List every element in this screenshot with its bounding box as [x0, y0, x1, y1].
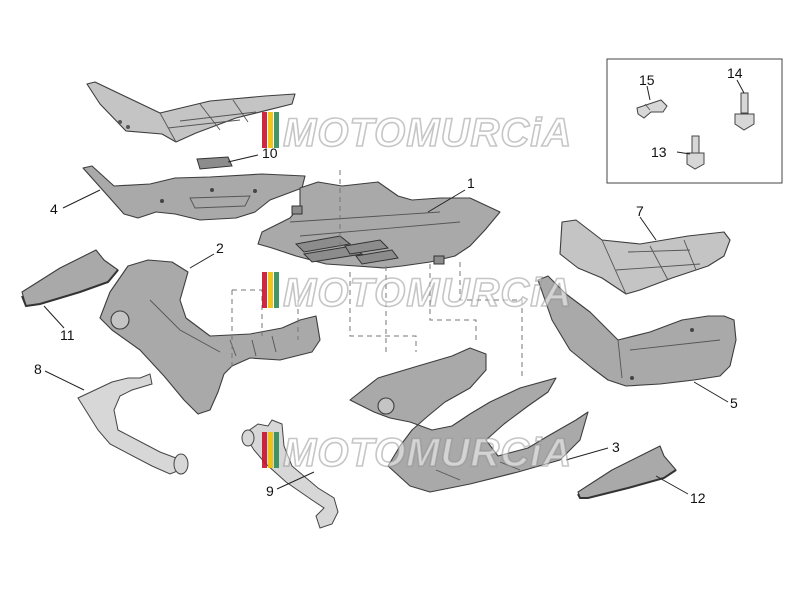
watermark-flag-green	[274, 272, 279, 308]
part-14-screw[interactable]	[734, 92, 755, 131]
watermark-flag-yellow	[268, 112, 273, 148]
part-8-tube[interactable]	[77, 373, 189, 475]
watermark-text: MOTOMURCiA	[283, 271, 572, 315]
callout-2: 2	[216, 240, 224, 256]
leader-lines	[43, 79, 745, 495]
callout-1: 1	[467, 175, 475, 191]
callout-10: 10	[262, 145, 278, 161]
part-4-tray[interactable]	[82, 165, 306, 221]
watermark-middle: MOTOMURCiA	[262, 270, 572, 316]
callout-14: 14	[727, 65, 743, 81]
watermark-top: MOTOMURCiA	[262, 110, 572, 156]
watermark-flag-yellow	[268, 432, 273, 468]
watermark-flag-green	[274, 432, 279, 468]
watermark-bottom: MOTOMURCiA	[262, 430, 572, 476]
part-7-right-floor-panel[interactable]	[559, 219, 731, 295]
callout-labels: 1 2 3 4 5 7 8 9 10 11 12 13 14 15	[34, 65, 743, 506]
watermark-text: MOTOMURCiA	[283, 431, 572, 475]
callout-15: 15	[639, 72, 655, 88]
watermark-flag-red	[262, 432, 267, 468]
part-2-front-shield[interactable]	[99, 259, 321, 415]
part-3-belly-pan[interactable]	[349, 347, 589, 493]
part-11-strip[interactable]	[21, 249, 119, 308]
part-15-clip[interactable]	[636, 99, 668, 119]
part-1-floor[interactable]	[257, 181, 501, 269]
callout-13: 13	[651, 144, 667, 160]
part-upper-floor-panel[interactable]	[86, 81, 296, 143]
part-10-pad[interactable]	[196, 156, 233, 170]
part-13-screw[interactable]	[686, 135, 705, 170]
callout-8: 8	[34, 361, 42, 377]
watermark-flag-red	[262, 112, 267, 148]
watermark-flag-red	[262, 272, 267, 308]
callout-5: 5	[730, 395, 738, 411]
part-9-tube[interactable]	[241, 419, 339, 529]
callout-9: 9	[266, 483, 274, 499]
watermark-flag-green	[274, 112, 279, 148]
callout-11: 11	[60, 327, 75, 343]
part-12-strip[interactable]	[577, 445, 677, 499]
callout-7: 7	[636, 203, 644, 219]
watermark-flag-yellow	[268, 272, 273, 308]
part-5-footrest[interactable]	[537, 275, 737, 387]
callout-3: 3	[612, 439, 620, 455]
callout-4: 4	[50, 201, 58, 217]
watermark-text: MOTOMURCiA	[283, 111, 572, 155]
callout-12: 12	[690, 490, 706, 506]
